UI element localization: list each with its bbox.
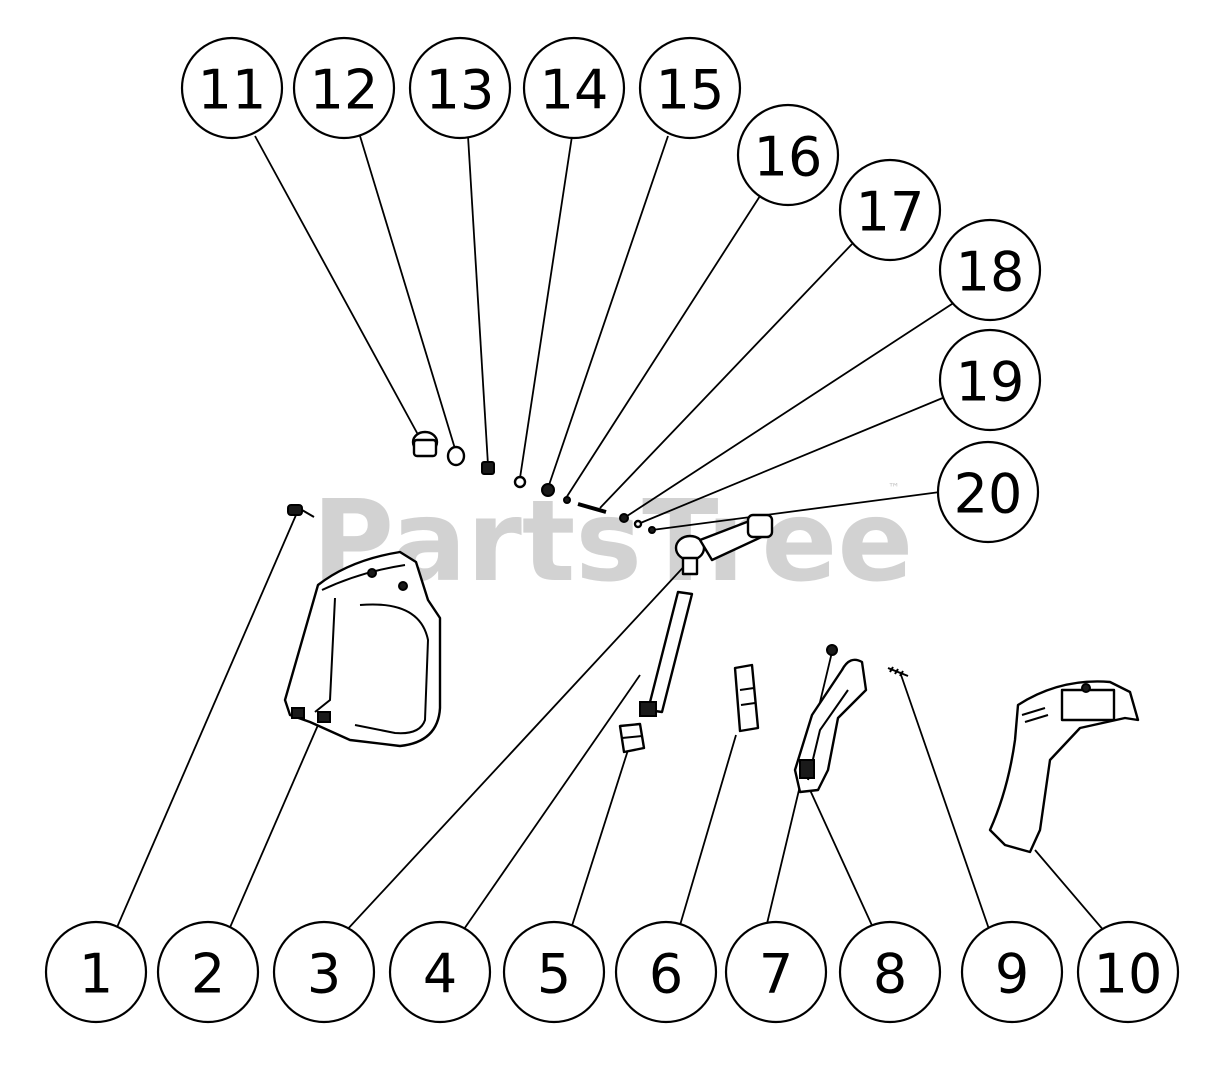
callout-2-label: 2 <box>191 943 225 1006</box>
callout-bubbles: 1 2 3 4 5 6 7 8 9 10 11 12 13 14 15 16 1… <box>44 36 1180 1024</box>
part-ring-20 <box>648 526 656 534</box>
callout-20: 20 <box>936 440 1040 544</box>
callout-7-label: 7 <box>759 943 793 1006</box>
part-retainer <box>541 483 555 497</box>
leader-12 <box>359 135 457 453</box>
callout-10: 10 <box>1076 920 1180 1024</box>
callout-19-label: 19 <box>956 351 1025 414</box>
leader-11 <box>254 135 423 443</box>
part-clip <box>733 663 760 733</box>
callout-4: 4 <box>388 920 492 1024</box>
callout-12: 12 <box>292 36 396 140</box>
leader-2 <box>227 724 319 933</box>
callout-16: 16 <box>736 103 840 207</box>
callout-1: 1 <box>44 920 148 1024</box>
parts <box>283 430 1140 854</box>
leader-15 <box>547 135 669 489</box>
part-pin <box>577 502 607 514</box>
callout-15: 15 <box>638 36 742 140</box>
callout-3: 3 <box>272 920 376 1024</box>
callout-9: 9 <box>960 920 1064 1024</box>
callout-17-label: 17 <box>856 181 925 244</box>
part-valve-body <box>674 513 774 576</box>
callout-2: 2 <box>156 920 260 1024</box>
callout-17: 17 <box>838 158 942 262</box>
part-trigger <box>793 658 868 794</box>
callout-5: 5 <box>502 920 606 1024</box>
callout-13-label: 13 <box>426 59 495 122</box>
callout-15-label: 15 <box>656 59 725 122</box>
leader-1 <box>114 514 297 933</box>
callout-14: 14 <box>522 36 626 140</box>
callout-18: 18 <box>938 218 1042 322</box>
part-o-ring-large <box>446 445 466 467</box>
callout-10-label: 10 <box>1094 943 1163 1006</box>
part-left-housing <box>283 550 442 748</box>
part-o-ring-small <box>513 475 527 489</box>
leader-18 <box>623 301 956 519</box>
callout-9-label: 9 <box>995 943 1029 1006</box>
callout-11-label: 11 <box>198 59 267 122</box>
callout-20-label: 20 <box>954 463 1023 526</box>
callout-11: 11 <box>180 36 284 140</box>
leader-17 <box>599 243 853 509</box>
callout-14-label: 14 <box>540 59 609 122</box>
leader-10 <box>1034 849 1106 933</box>
part-spring <box>887 666 909 677</box>
callout-6: 6 <box>614 920 718 1024</box>
part-washer <box>563 496 571 504</box>
leader-5 <box>569 749 629 933</box>
callout-4-label: 4 <box>423 943 457 1006</box>
callout-5-label: 5 <box>537 943 571 1006</box>
leader-16 <box>565 195 761 499</box>
watermark-trademark: ™ <box>888 481 900 495</box>
part-ball <box>826 644 838 656</box>
callout-7: 7 <box>724 920 828 1024</box>
part-nut <box>618 722 646 754</box>
leader-9 <box>899 671 991 933</box>
callout-18-label: 18 <box>956 241 1025 304</box>
leader-13 <box>467 135 489 466</box>
callout-12-label: 12 <box>310 59 379 122</box>
part-right-housing <box>988 680 1140 854</box>
callout-3-label: 3 <box>307 943 341 1006</box>
callout-8-label: 8 <box>873 943 907 1006</box>
part-o-ring-18 <box>619 513 629 523</box>
leader-14 <box>519 135 573 479</box>
part-ring-19 <box>633 519 643 529</box>
part-wand-tube <box>639 590 694 717</box>
leader-19 <box>637 396 946 525</box>
leader-3 <box>344 559 691 933</box>
leader-6 <box>677 734 737 933</box>
callout-1-label: 1 <box>79 943 113 1006</box>
callout-6-label: 6 <box>649 943 683 1006</box>
part-screw <box>287 504 315 518</box>
part-cap <box>411 430 439 458</box>
callout-13: 13 <box>408 36 512 140</box>
leader-20 <box>651 491 941 531</box>
leader-7 <box>764 651 833 933</box>
callout-19: 19 <box>938 328 1042 432</box>
leader-lines <box>114 135 1106 933</box>
part-seat <box>481 461 495 475</box>
leader-8 <box>809 789 876 933</box>
callout-8: 8 <box>838 920 942 1024</box>
leader-4 <box>461 674 641 933</box>
callout-16-label: 16 <box>754 126 823 189</box>
